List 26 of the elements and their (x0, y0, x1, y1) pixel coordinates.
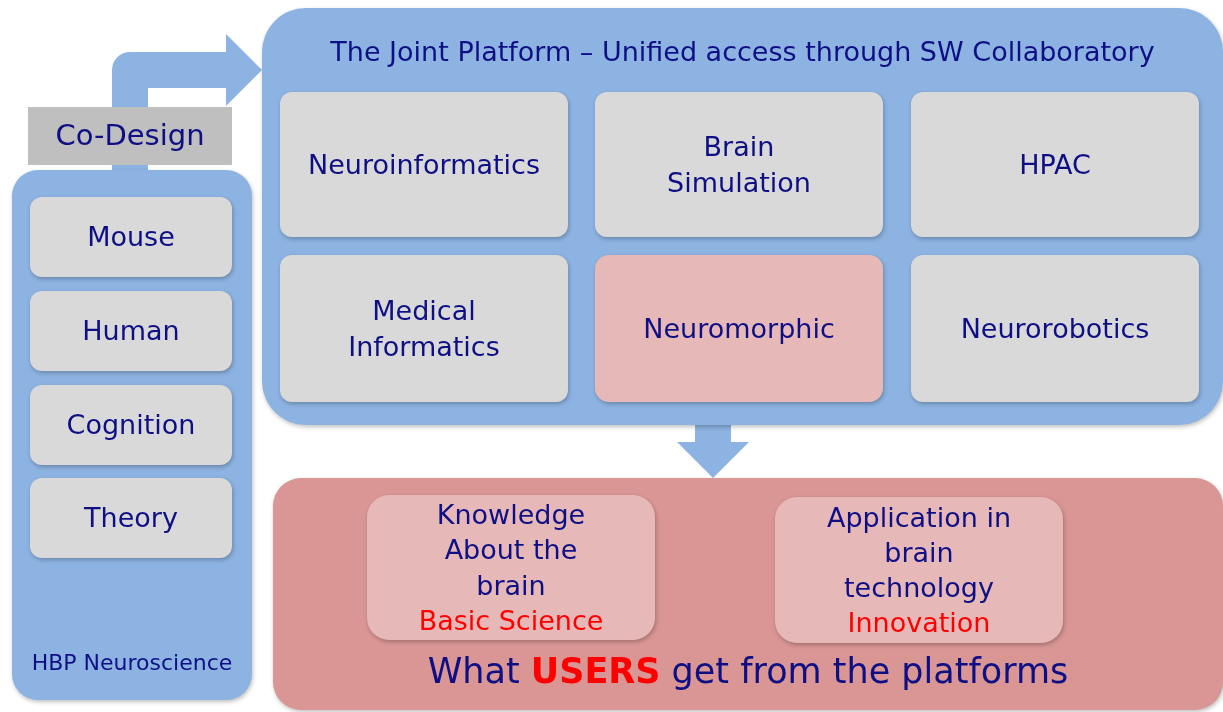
module-box: Cognition (30, 385, 232, 465)
outcome-box (775, 497, 1063, 643)
accent-text: Basic Science (418, 603, 604, 638)
module-box: HPAC (911, 92, 1199, 237)
module-box: Medical Informatics (280, 255, 568, 402)
panel (12, 170, 252, 700)
flow-arrow (112, 34, 262, 107)
accent-text: Innovation (847, 606, 991, 641)
module-box: Theory (30, 478, 232, 558)
outcome-box (367, 495, 655, 640)
platform-panel (262, 8, 1223, 425)
heading-text: Application in brain technology (825, 500, 1013, 605)
connector-band (112, 165, 148, 170)
heading-text: HBP Neuroscience (31, 649, 233, 678)
label-box: Co-Design (28, 107, 232, 165)
heading-text: Knowledge About the brain (435, 498, 587, 603)
module-box: Mouse (30, 197, 232, 277)
outcome-panel (273, 478, 1223, 710)
module-box: Human (30, 291, 232, 371)
module-box: Neurorobotics (911, 255, 1199, 402)
flow-arrow (677, 425, 749, 478)
module-box: Brain Simulation (595, 92, 883, 237)
highlight-box: Neuromorphic (595, 255, 883, 402)
heading-text: The Joint Platform – Unified access through SW Collaboratory (330, 35, 1155, 69)
heading-text: What USERS get from the platforms (427, 649, 1069, 693)
module-box: Neuroinformatics (280, 92, 568, 237)
